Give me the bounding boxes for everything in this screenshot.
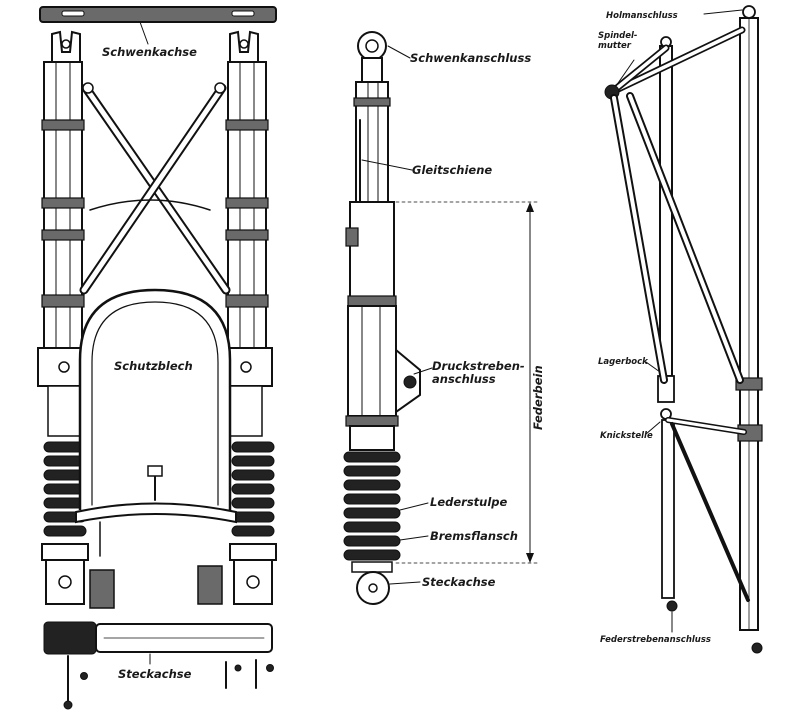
right-bellows <box>231 441 275 537</box>
label-strut-connection: Druckstreben- anschluss <box>432 359 529 386</box>
fender <box>75 288 237 557</box>
label-brake-flange: Bremsflansch <box>430 529 518 543</box>
left-bellows <box>43 441 87 537</box>
label-bottom-axle: Steckachse <box>118 667 192 681</box>
label-spindle-nut-line: Spindel- <box>598 31 638 41</box>
label-leather-boot: Lederstulpe <box>430 495 508 509</box>
label-spindle-nut: Spindel- mutter <box>598 31 640 51</box>
label-spring-leg: Federbein <box>531 365 545 430</box>
left-leg <box>37 30 91 605</box>
bottom-plug-axle <box>43 621 274 710</box>
left-gear-front-view: Schwenkachse Schutzblech Steckachse <box>37 6 277 710</box>
right-hub <box>197 565 223 605</box>
left-hub <box>89 569 115 609</box>
middle-bellows <box>343 451 401 561</box>
label-strut-connection-line: anschluss <box>432 372 496 386</box>
label-fender: Schutzblech <box>114 359 193 373</box>
right-leg <box>219 30 277 605</box>
label-spring-strut-connection: Federstrebenanschluss <box>600 635 711 645</box>
right-gear-side-view: Holmanschluss Spindel- mutter Lagerbock … <box>598 5 763 654</box>
label-plug-axle: Steckachse <box>422 575 496 589</box>
label-top-axle: Schwenkachse <box>102 45 197 59</box>
label-strut-connection-line: Druckstreben- <box>432 359 525 373</box>
label-bearing-block: Lagerbock <box>598 357 649 367</box>
middle-spring-leg-view: Schwenkanschluss Gleitschiene Druckstreb… <box>343 31 545 605</box>
label-slide-rail: Gleitschiene <box>412 163 492 177</box>
spring-leg-dimension <box>395 201 541 564</box>
x-brace <box>79 82 231 295</box>
label-pivot-connection: Schwenkanschluss <box>410 51 531 65</box>
label-buckling-point: Knickstelle <box>600 431 653 441</box>
top-pivot-axle <box>39 6 277 23</box>
label-spindle-nut-line: mutter <box>598 41 632 51</box>
label-spar-connection: Holmanschluss <box>606 11 678 21</box>
